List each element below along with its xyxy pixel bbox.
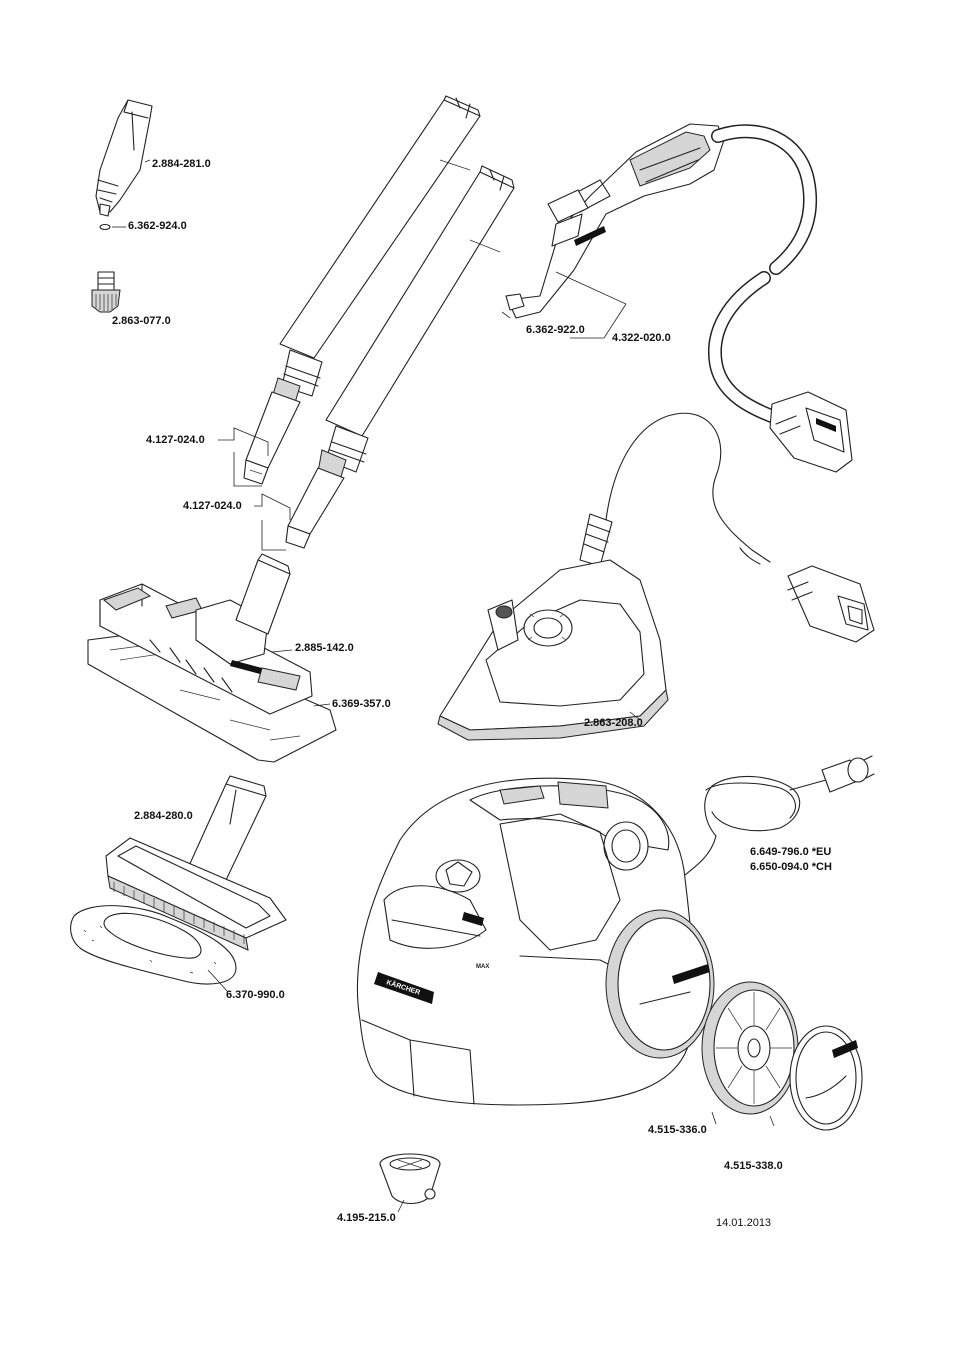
part-label-6-649-796-eu: 6.649-796.0 *EU — [750, 846, 832, 858]
part-label-6-362-922: 6.362-922.0 — [526, 324, 585, 336]
power-cord — [665, 755, 875, 891]
body-wheel — [605, 909, 715, 1059]
part-label-6-369-357: 6.369-357.0 — [332, 698, 391, 710]
part-label-4-127-024-a: 4.127-024.0 — [146, 434, 205, 446]
part-label-2-884-280: 2.884-280.0 — [134, 810, 193, 822]
max-level-mark: MAX — [476, 964, 489, 970]
part-label-2-863-208: 2.863-208.0 — [584, 717, 643, 729]
steam-gun — [505, 123, 725, 319]
round-brush — [91, 271, 121, 313]
detail-nozzle — [95, 99, 153, 217]
part-label-4-515-336: 4.515-336.0 — [648, 1124, 707, 1136]
hubcap-4-515-338 — [789, 1025, 863, 1131]
part-label-6-650-094-ch: 6.650-094.0 *CH — [750, 861, 832, 873]
part-label-2-884-281: 2.884-281.0 — [152, 158, 211, 170]
wheel-4-515-336 — [701, 981, 799, 1115]
iron-cable-plug — [739, 547, 875, 643]
part-label-4-127-024-b: 4.127-024.0 — [183, 500, 242, 512]
steam-iron — [437, 412, 771, 741]
floor-nozzle — [87, 553, 337, 763]
o-ring — [99, 223, 111, 231]
part-label-6-362-924: 6.362-924.0 — [128, 220, 187, 232]
microfibre-cover — [70, 905, 237, 985]
part-label-4-322-020: 4.322-020.0 — [612, 332, 671, 344]
part-label-6-370-990: 6.370-990.0 — [226, 989, 285, 1001]
hand-brush — [105, 775, 287, 951]
extension-tube-1 — [243, 95, 481, 485]
document-date: 14.01.2013 — [716, 1217, 772, 1229]
steam-hose — [708, 124, 818, 427]
steam-cleaner-body: KÄRCHER MAX — [356, 777, 695, 1106]
safety-cap — [379, 1153, 441, 1205]
extension-tube-2 — [285, 165, 515, 549]
part-label-4-515-338: 4.515-338.0 — [724, 1160, 783, 1172]
part-label-2-863-077: 2.863-077.0 — [112, 315, 171, 327]
part-label-2-885-142: 2.885-142.0 — [295, 642, 354, 654]
part-label-4-195-215: 4.195-215.0 — [337, 1212, 396, 1224]
hose-connector — [769, 391, 853, 473]
